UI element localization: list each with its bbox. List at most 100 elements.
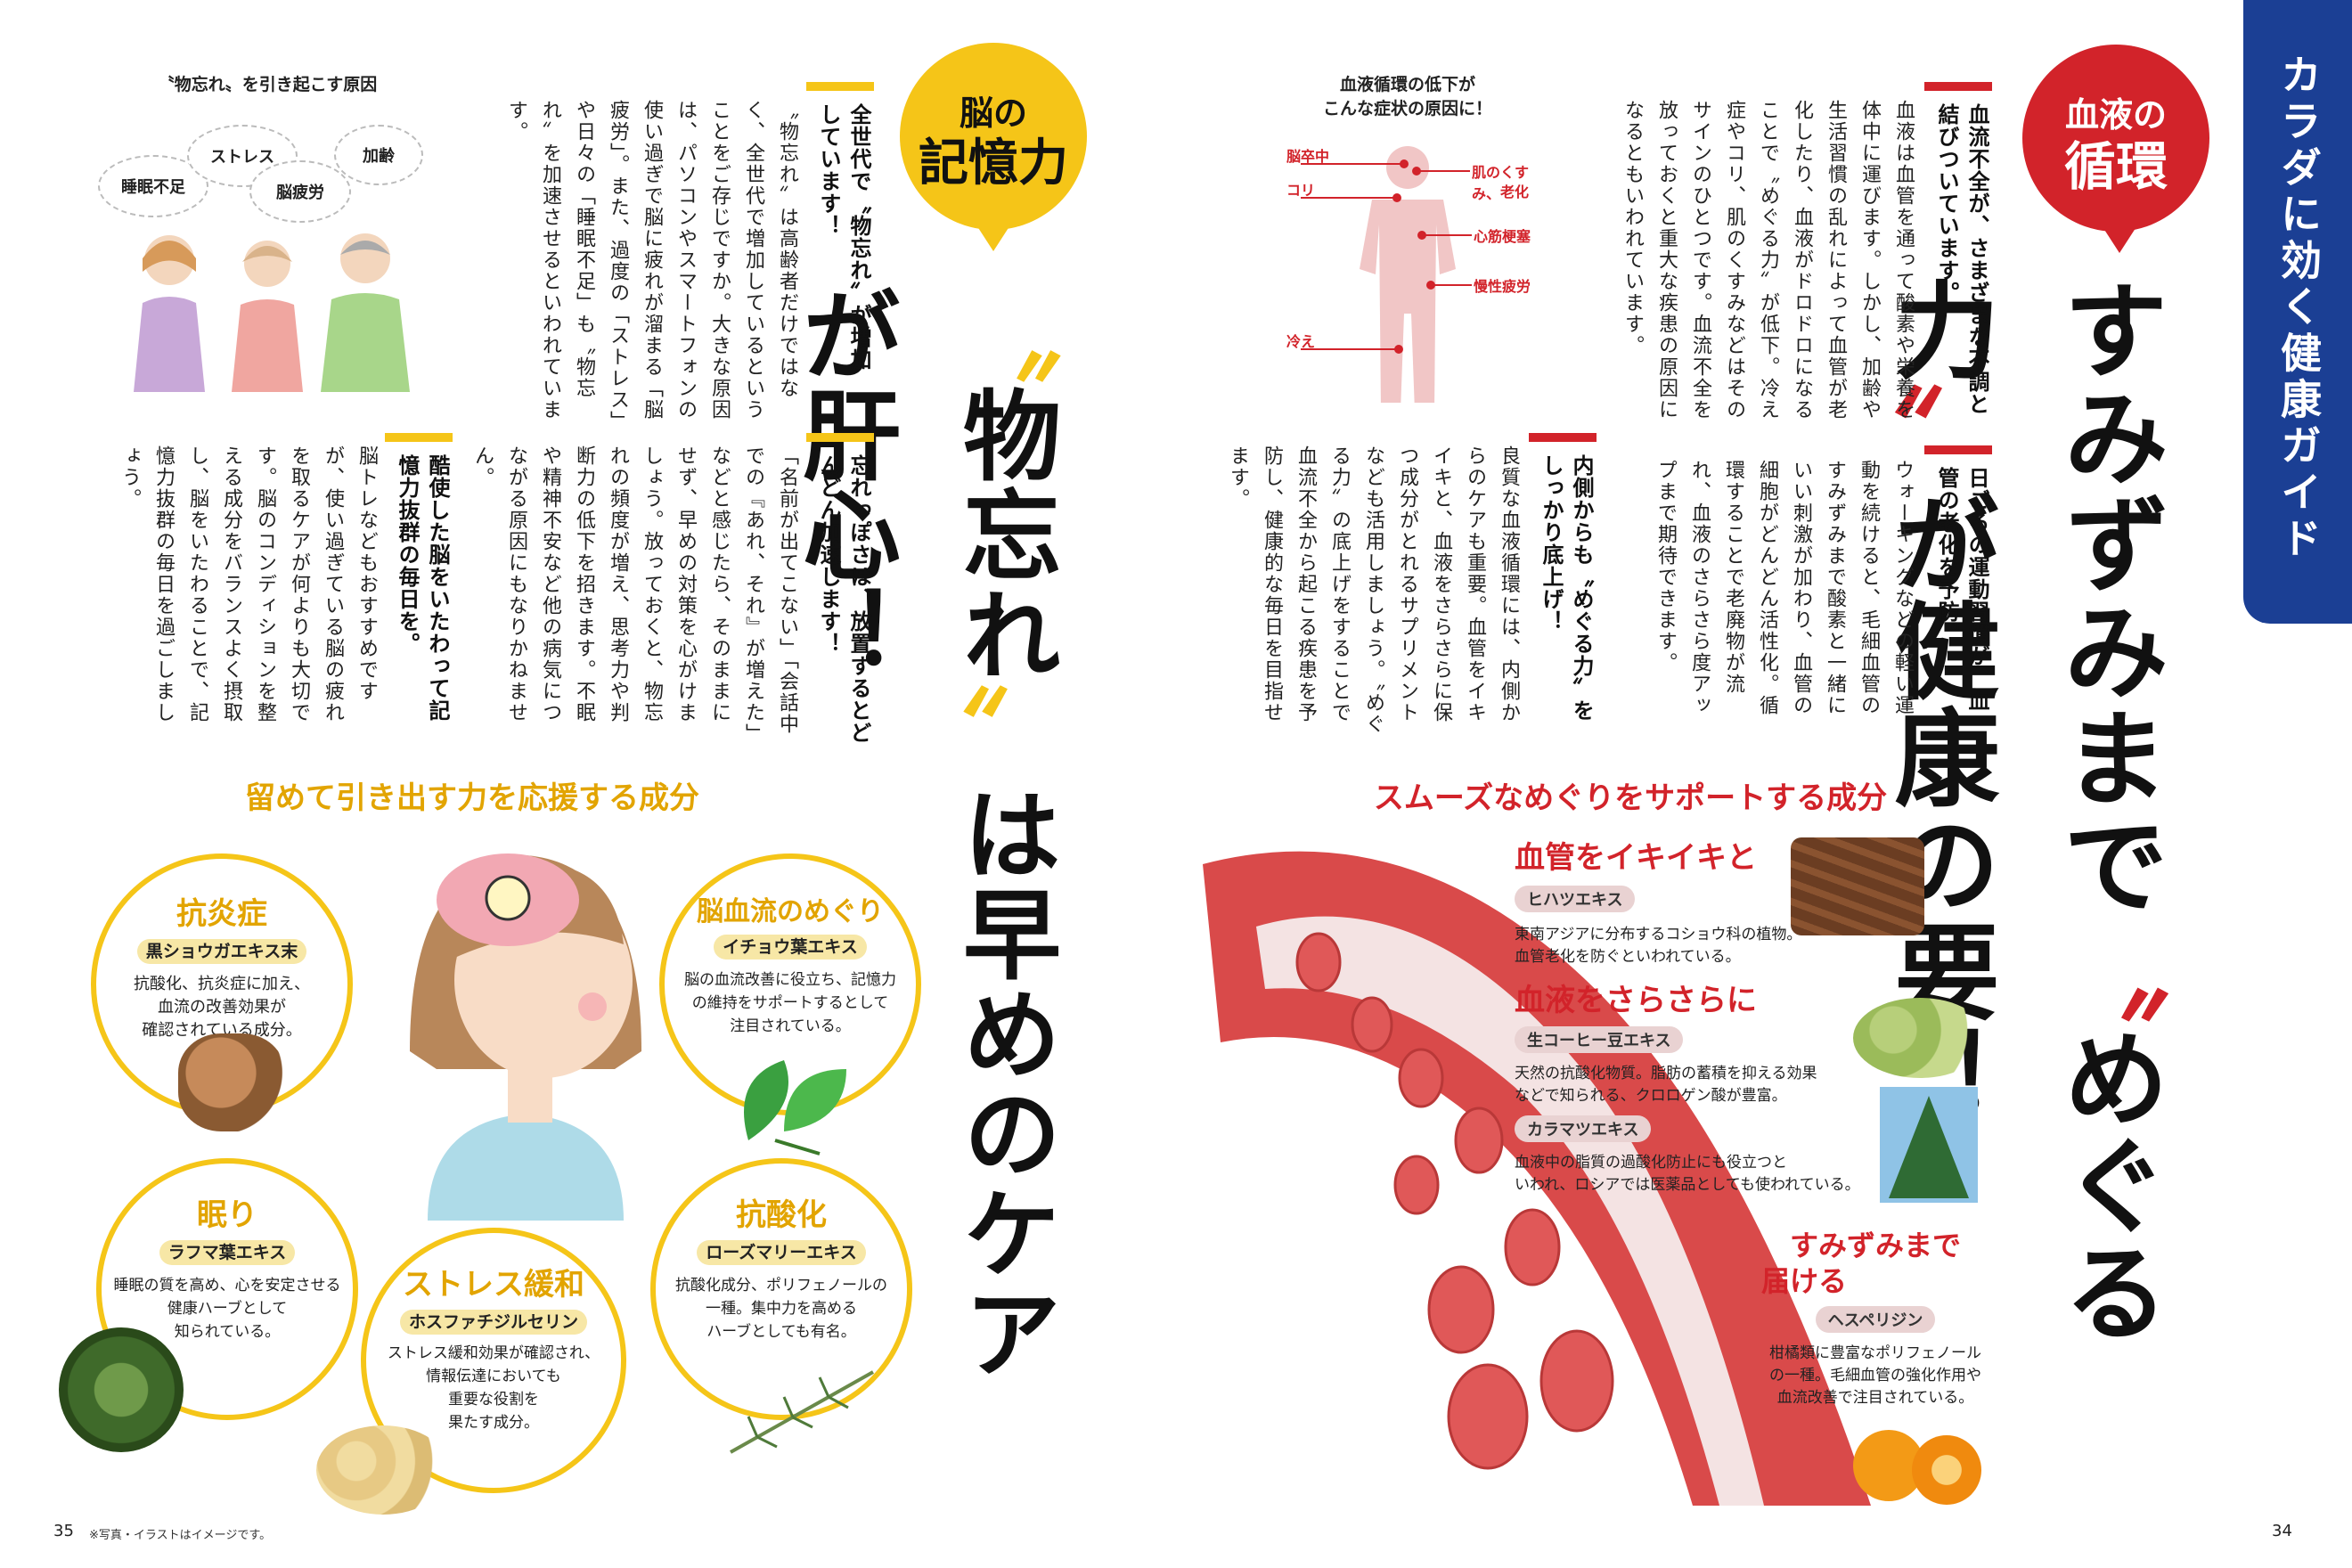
desc-line2: 一種。集中力を高める [706,1300,857,1318]
desc-line2: の維持をサポートするとして [691,994,889,1012]
worried-people-illustration [134,233,410,392]
desc-line1: 脳の血流改善に役立ち、記憶力 [684,971,896,989]
badge-pointer [974,221,1013,251]
coffee-desc-line1: 天然の抗酸化物質。脂肪の蓄積を抑える効果 [1515,1065,1817,1082]
headline-excl: ！ [786,584,900,684]
badge-line2: 循環 [2063,136,2168,197]
left-section2-body: 「名前が出てこない」「会話中での『あれ、それ』が増えた」などと感じたら、そのまま… [471,445,798,735]
left-section3-body: 脳トレなどもおすすめですが、使い過ぎている脳の疲れを取るケアが何よりも大切です。… [118,445,378,723]
ingredient-tag: イチョウ葉エキス [714,935,867,960]
right-ingredients-title: スムーズなめぐりをサポートする成分 [1373,780,1888,816]
larch-desc-line1: 血液中の脂質の過酸化防止にも役立つと [1515,1154,1787,1172]
human-silhouette-icon [1301,146,1472,403]
vessel-desc-line2: 血管老化を防ぐといわれている。 [1515,948,1741,966]
deliver-desc-line3: 血流改善で注目されている。 [1776,1389,1974,1407]
cause-figure-title: 〝物忘れ〟を引き起こす原因 [157,75,378,94]
badge-line2: 記憶力 [919,135,1068,192]
bubble-age: 加齢 [334,125,423,185]
woman-lightbulb-illustration [410,853,641,1221]
vessel-tag: ヒハツエキス [1515,886,1636,912]
blood-title: 血液をさらさらに [1515,983,1757,1018]
desc-line3: ハーブとしても有名。 [706,1323,856,1341]
black-ginger-photo [178,1033,285,1131]
desc-line1: 抗酸化成分、ポリフェノールの [675,1277,887,1294]
label-stroke: 脳卒中 [1286,148,1330,165]
guide-sidebar: カラダに効く健康ガイド [2243,0,2352,624]
sidebar-label: カラダに効く健康ガイド [2274,53,2323,563]
bubble-fatigue: 脳疲労 [249,160,351,223]
right-section2-body: ウォーキングなどの軽い運動を続けると、毛細血管のすみずみまで酸素と一緒にいい刺激… [1654,460,1914,716]
label-cold: 冷え [1286,333,1316,350]
badge-pointer [2100,223,2139,253]
orange-photo [1853,1412,1987,1510]
coffee-beans-photo [1853,998,1987,1078]
headline-quote-close: 〟 [1876,383,1999,490]
right-section3-body: 良質な血液循環には、内側からのケアも重要。血管をイキイキと、血液をさらさらに保つ… [1227,445,1520,735]
deliver-desc-line2: の一種。毛細血管の強化作用や [1769,1367,1981,1384]
vessel-title: 血管をイキイキと [1515,840,1757,876]
ingredient-title: ストレス緩和 [403,1267,584,1303]
larch-desc-line2: いわれ、ロシアでは医薬品としても使われている。 [1515,1176,1860,1194]
desc-line1: ストレス緩和効果が確認され、 [387,1344,600,1362]
desc-line1: 抗酸化、抗炎症に加え、 [134,975,310,993]
desc-line1: 睡眠の質を高め、心を安定させる [113,1277,341,1294]
right-section1-body: 血液は血管を通って酸素や栄養を体中に運びます。しかし、加齢や生活習慣の乱れによっ… [1621,100,1915,421]
label-infarction: 心筋梗塞 [1474,228,1531,245]
ingredient-tag: ローズマリーエキス [697,1240,866,1265]
ingredient-tag: ラフマ葉エキス [159,1240,296,1265]
left-section2-heading: 忘れっぽさは、放置するとどんどん加速します！ [806,433,874,748]
badge-line1: 血液の [2064,95,2167,135]
ingredient-title: 抗炎症 [176,896,267,932]
forgetfulness-cause-figure: 〝物忘れ〟を引き起こす原因 睡眠不足 ストレス 脳疲労 加齢 [98,71,428,392]
deliver-desc-line1: 柑橘類に豊富なポリフェノール [1769,1344,1981,1362]
figure-title-line2: こんな症状の原因に！ [1322,99,1492,118]
badge-line1: 脳の [959,94,1027,133]
right-page-number: 34 [2272,1522,2292,1540]
ingredient-tag: ホスファチジルセリン [399,1310,587,1335]
vessel-desc-line1: 東南アジアに分布するコショウ科の植物。 [1515,926,1802,943]
left-headline: 〝物忘れ〟は早めのケアが肝心！ [786,285,1083,1425]
right-section2-heading: 日ごろの運動習慣が、血管の老化を予防。 [1924,445,1992,716]
headline-part2: めぐる力 [1876,276,2168,1345]
ingredient-title: 脳血流のめぐり [697,896,884,927]
headline-quote-close: 〟 [946,684,1060,784]
ingredient-tag: 黒ショウガエキス末 [136,939,307,964]
label-skin-line2: 老化 [1500,184,1530,200]
ingredient-blood: 血液をさらさらに 生コーヒー豆エキス 天然の抗酸化物質。脂肪の蓄積を抑える効果 … [1515,976,1907,1194]
circulation-figure: 血液循環の低下が こんな症状の原因に！ 脳卒中 コリ 冷え 肌のくすみ、 老化 … [1265,71,1550,403]
ingredient-title: 抗酸化 [736,1197,827,1233]
headline-part3: が健康の要 [1876,490,1999,1025]
desc-line2: 健康ハーブとして [167,1300,288,1318]
label-fatigue: 慢性疲労 [1474,278,1531,295]
hesperidin-tag: ヘスペリジン [1815,1306,1936,1333]
desc-line3: 知られている。 [174,1323,281,1341]
brain-memory-badge: 脳の 記憶力 [900,43,1087,230]
ingredient-deliver: すみずみまで 届ける ヘスペリジン 柑橘類に豊富なポリフェノール の一種。毛細血… [1760,1228,1991,1407]
rosemary-photo [730,1370,874,1454]
desc-line3: 重要な役割を [448,1391,539,1409]
soybeans-photo [316,1425,450,1515]
coffee-desc-line2: などで知られる、クロロゲン酸が豊富。 [1515,1087,1787,1105]
rafuma-leaf-photo [59,1327,184,1452]
ingredient-sleep: 眠り ラフマ葉エキス 睡眠の質を高め、心を安定させる 健康ハーブとして 知られて… [96,1158,358,1420]
ingredient-title: 眠り [197,1197,257,1233]
left-ingredients-title: 留めて引き出す力を応援する成分 [245,780,699,816]
desc-line3: 注目されている。 [730,1017,851,1035]
ingredient-brain-blood-flow: 脳血流のめぐり イチョウ葉エキス 脳の血流改善に役立ち、記憶力 の維持をサポート… [659,853,921,1115]
label-stiffness: コリ [1286,182,1316,199]
deliver-title-line1: すみずみまで [1789,1229,1961,1262]
left-section1-body: 〝物忘れ〟は高齢者だけではなく、全世代で増加しているということをご存じですか。大… [505,100,798,422]
larch-tag: カラマツエキス [1515,1115,1652,1142]
figure-title-line1: 血液循環の低下が [1339,75,1475,94]
footnote: ※写真・イラストはイメージです。 [89,1529,272,1542]
headline-part1: 物忘れ [946,385,1060,684]
blood-circulation-badge: 血液の 循環 [2022,45,2209,232]
right-section1-heading: 血流不全が、さまざまな不調と結びついています。 [1924,82,1992,424]
bubble-sleep: 睡眠不足 [98,155,208,217]
desc-line2: 血流の改善効果が [158,998,286,1017]
headline-quote-open: 〝 [2046,918,2168,1025]
headline-part1: すみずみまで [2046,276,2168,918]
larch-tree-photo [1880,1087,1978,1203]
desc-line2: 情報伝達においても [426,1368,561,1385]
headline-quote-open: 〝 [946,285,1060,385]
